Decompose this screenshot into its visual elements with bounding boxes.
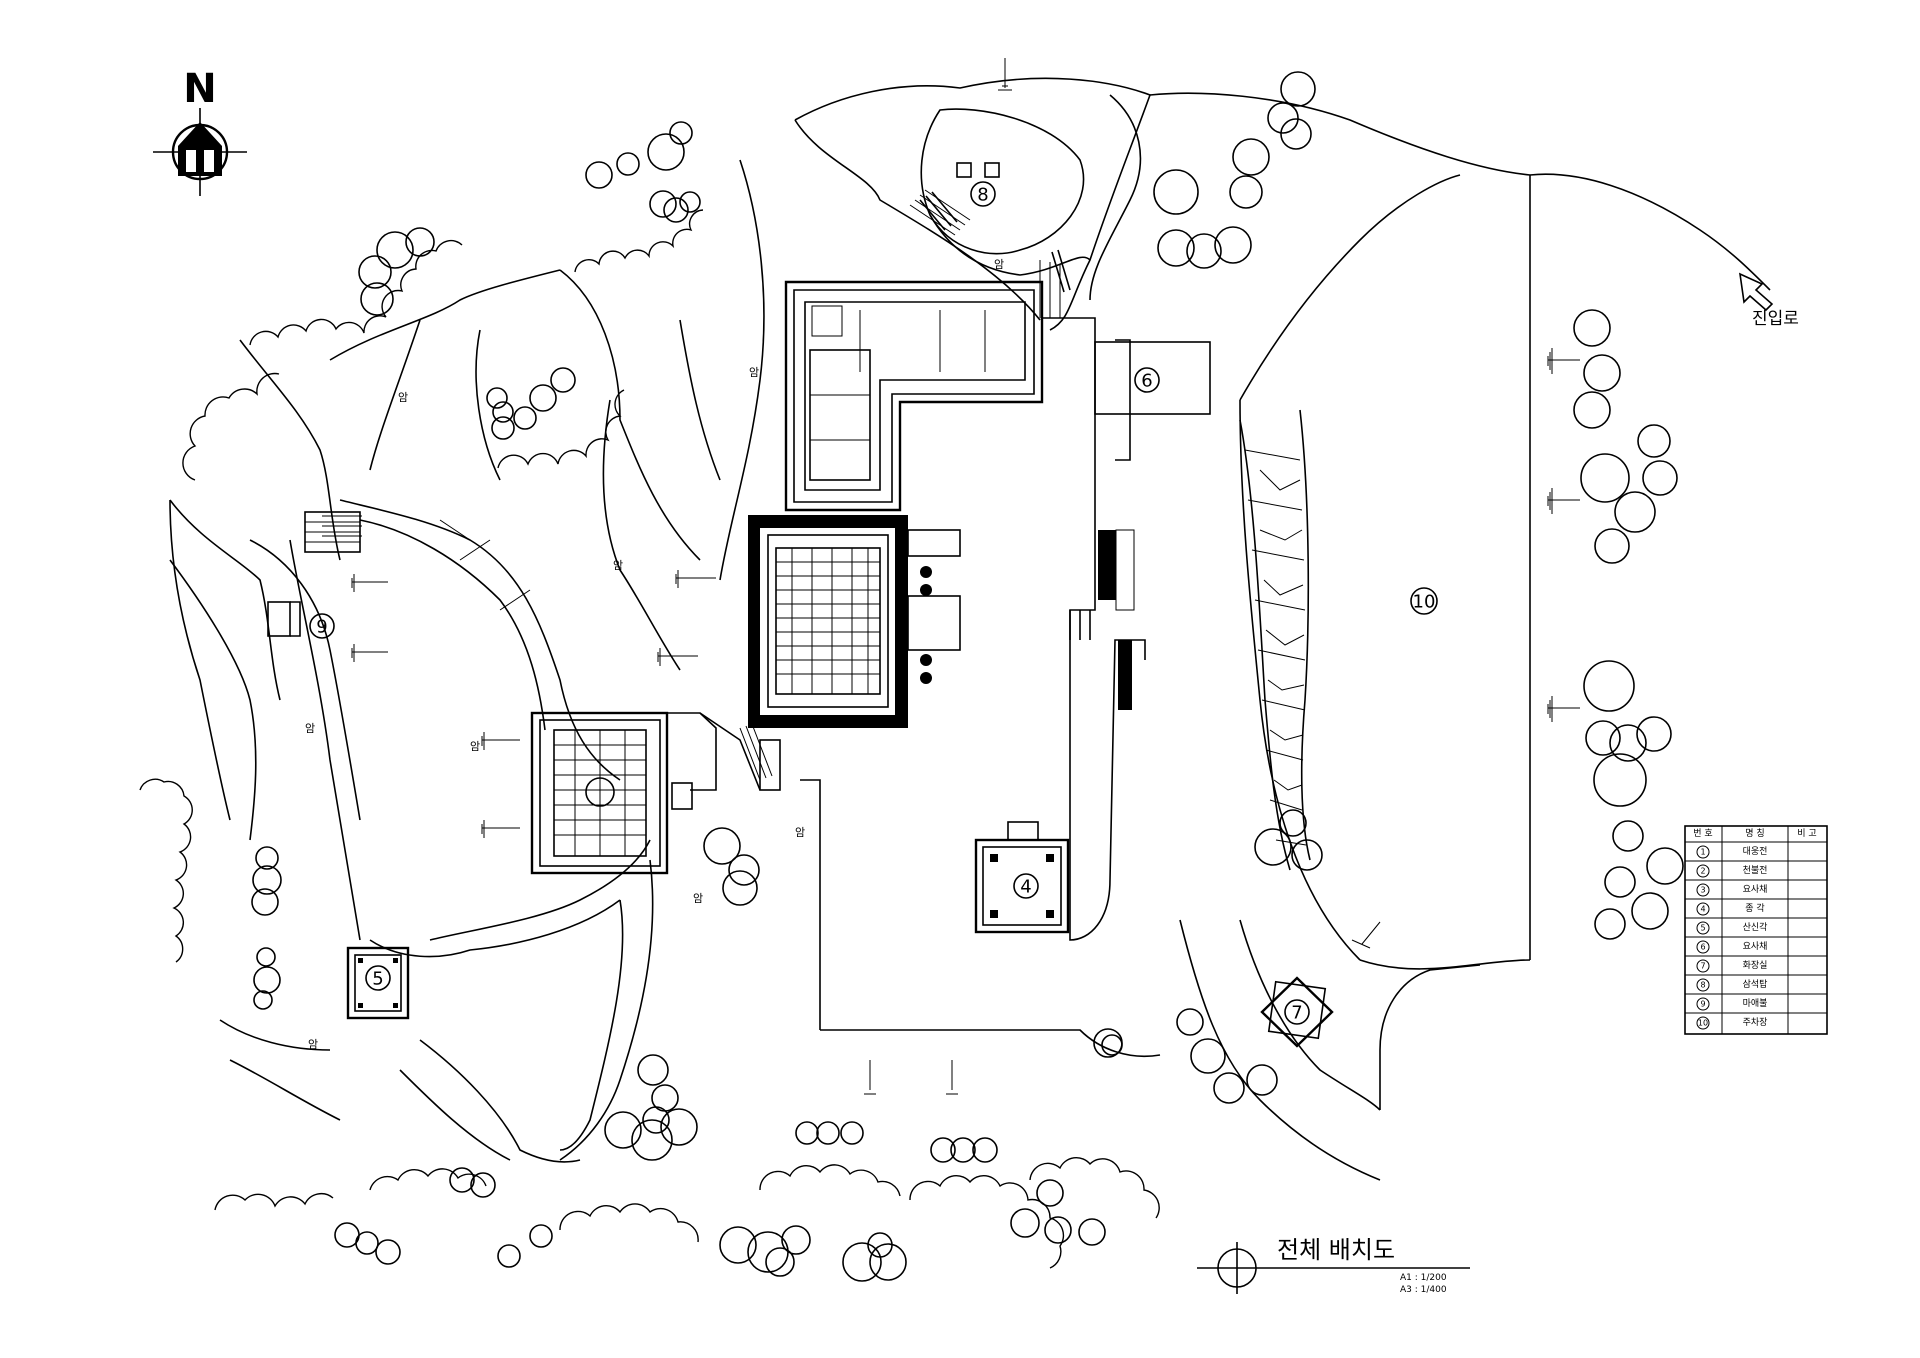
building-3-yosache	[784, 280, 1044, 512]
legend-row: 6 요사채	[1696, 940, 1768, 954]
scale-a1: A1 : 1/200	[1400, 1273, 1447, 1283]
svg-text:7: 7	[1700, 962, 1705, 971]
svg-text:8: 8	[1700, 981, 1705, 990]
legend-row: 4 종 각	[1696, 902, 1765, 916]
north-arrow-icon: N	[153, 66, 247, 196]
building-2-cheonbuljeon	[530, 711, 761, 875]
legend-header-name: 명 칭	[1745, 828, 1764, 839]
rock-labels: 암 암 암 암 암 암 암 암 암	[305, 258, 1004, 1051]
building-8-stone-pagoda	[919, 162, 1071, 293]
svg-text:천불전: 천불전	[1743, 865, 1768, 876]
rock-label: 암	[308, 1038, 318, 1051]
marker-6: 6	[1141, 371, 1152, 392]
rock-label: 암	[398, 391, 408, 404]
svg-text:삼석탑: 삼석탑	[1743, 978, 1768, 990]
rock-label: 암	[994, 258, 1004, 271]
legend-table: 번 호 명 칭 비 고 1 대웅전 2 천불전 3 요사채 4 종 각 5 산신…	[1684, 825, 1828, 1035]
entrance-label: 진입로	[1752, 309, 1799, 329]
svg-text:종 각: 종 각	[1745, 902, 1764, 914]
legend-row: 7 화장실	[1696, 959, 1768, 973]
legend-header-note: 비 고	[1797, 828, 1816, 839]
legend-row: 3 요사채	[1696, 883, 1768, 897]
building-7-toilet	[1260, 976, 1334, 1048]
svg-text:마애불: 마애불	[1743, 998, 1768, 1009]
building-5-sanshingak	[346, 946, 410, 1020]
building-9-rock-buddha	[267, 511, 361, 637]
legend-row: 1 대웅전	[1696, 845, 1768, 859]
legend-row: 5 산신각	[1696, 921, 1768, 935]
marker-5: 5	[372, 969, 383, 990]
svg-text:산신각: 산신각	[1743, 921, 1768, 933]
rock-label: 암	[305, 722, 315, 735]
terrain-contours	[169, 77, 1771, 1181]
svg-text:10: 10	[1698, 1019, 1708, 1028]
marker-4: 4	[1020, 877, 1031, 898]
svg-text:4: 4	[1700, 905, 1705, 914]
building-4-bell-pavilion	[974, 821, 1070, 934]
north-letter: N	[183, 66, 216, 112]
slope-symbols	[351, 58, 1580, 1095]
svg-text:화장실: 화장실	[1743, 960, 1768, 971]
svg-text:3: 3	[1700, 886, 1705, 895]
rock-label: 암	[749, 366, 759, 379]
rock-label: 암	[795, 826, 805, 839]
legend-row: 10 주차장	[1696, 1016, 1768, 1030]
building-markers: 4 5 6 7 8 9 10	[309, 181, 1438, 1025]
svg-text:6: 6	[1700, 943, 1705, 952]
drawing-title: 전체 배치도	[1277, 1236, 1395, 1264]
stone-retaining-wall	[1239, 409, 1311, 871]
legend-header-number: 번 호	[1693, 828, 1712, 839]
shrub-masses	[139, 209, 1160, 1269]
marker-7: 7	[1291, 1003, 1302, 1024]
svg-text:1: 1	[1700, 848, 1705, 857]
trees	[251, 71, 1684, 1282]
svg-text:9: 9	[1700, 1000, 1705, 1009]
legend-row: 2 천불전	[1696, 864, 1768, 878]
legend-row: 8 삼석탑	[1696, 978, 1768, 992]
title-block: 전체 배치도 A1 : 1/200 A3 : 1/400	[1197, 1236, 1470, 1295]
scale-a3: A3 : 1/400	[1400, 1285, 1447, 1295]
legend-row: 9 마애불	[1696, 997, 1768, 1011]
marker-9: 9	[316, 617, 327, 638]
svg-text:5: 5	[1700, 924, 1705, 933]
rock-label: 암	[470, 740, 480, 753]
rock-label: 암	[693, 892, 703, 905]
svg-text:대웅전: 대웅전	[1743, 846, 1768, 857]
rock-label: 암	[613, 559, 623, 572]
courtyard-outline	[759, 317, 1146, 941]
svg-text:2: 2	[1700, 867, 1705, 876]
building-1-daeungjeon	[748, 515, 961, 728]
entrance-arrow-icon	[1739, 272, 1774, 312]
svg-text:요사채: 요사채	[1743, 884, 1768, 895]
marker-8: 8	[977, 185, 988, 206]
building-6-yosache	[1094, 341, 1211, 415]
marker-10: 10	[1413, 592, 1436, 613]
stairs	[322, 189, 1061, 781]
svg-text:주차장: 주차장	[1743, 1016, 1768, 1028]
svg-text:요사채: 요사채	[1743, 941, 1768, 952]
entrance-marker: 진입로	[1739, 272, 1799, 329]
